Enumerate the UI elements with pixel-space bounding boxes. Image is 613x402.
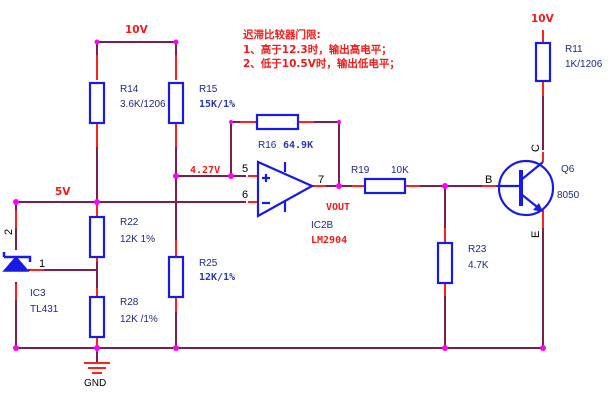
ic3-value: TL431 <box>30 304 59 315</box>
q6-pin-b: B <box>485 174 492 186</box>
pin-7: 7 <box>318 174 324 186</box>
ic3-pin-1: 1 <box>39 258 45 270</box>
resistor-r23 <box>436 241 454 285</box>
note-line-1: 1、高于12.3时，输出高电平； <box>243 43 392 56</box>
q6-value: 8050 <box>557 190 580 201</box>
resistor-r14 <box>88 81 106 125</box>
gnd-label: GND <box>84 378 106 389</box>
resistor-r28 <box>88 295 106 339</box>
rail-5v: 5V <box>55 186 71 198</box>
ic3-ref: IC3 <box>30 288 46 299</box>
resistor-r16 <box>255 113 300 131</box>
note-title: 迟滞比较器门限: <box>243 28 321 41</box>
node-voltage: 4.27V <box>190 165 220 176</box>
r15-value: 15K/1% <box>199 99 235 110</box>
ic2b-value: LM2904 <box>311 235 347 246</box>
r22-ref: R22 <box>120 217 139 228</box>
resistor-r25 <box>167 255 185 299</box>
r25-value: 12K/1% <box>199 272 235 283</box>
r19-ref: R19 <box>351 165 370 176</box>
r16-value: 64.9K <box>283 140 313 151</box>
resistor-r19 <box>363 177 407 195</box>
resistor-r22 <box>88 215 106 259</box>
r23-value: 4.7K <box>468 260 489 271</box>
r22-value: 12K 1% <box>120 234 155 245</box>
rail-10v-left: 10V <box>125 24 149 36</box>
ic2b-ref: IC2B <box>311 220 334 231</box>
rail-10v-right: 10V <box>531 13 555 25</box>
note-line-2: 2、低于10.5V时，输出低电平； <box>243 57 400 70</box>
r14-value: 3.6K/1206 <box>120 99 166 110</box>
q6-ref: Q6 <box>561 164 575 175</box>
junctions <box>13 39 546 351</box>
pin-6: 6 <box>242 189 248 201</box>
r16-ref: R16 <box>258 140 277 151</box>
transistor-q6 <box>497 159 555 217</box>
ic3-pin-2: 2 <box>3 229 15 235</box>
r28-value: 12K /1% <box>120 314 158 325</box>
r15-ref: R15 <box>199 84 218 95</box>
q6-pin-e: E <box>530 231 542 238</box>
resistor-r11 <box>534 41 552 83</box>
vout-label: VOUT <box>326 202 350 213</box>
r11-ref: R11 <box>565 44 583 55</box>
opamp-plus-sign <box>262 174 270 182</box>
resistor-r15 <box>167 81 185 125</box>
tl431-ic3 <box>2 252 32 272</box>
q6-pin-c: C <box>530 144 542 152</box>
r19-value: 10K <box>391 165 409 176</box>
r23-ref: R23 <box>468 244 487 255</box>
wire-feedback-right <box>310 121 340 186</box>
r25-ref: R25 <box>199 258 218 269</box>
pin-5: 5 <box>242 163 248 175</box>
r11-value: 1K/1206 <box>565 59 603 70</box>
ground-icon <box>84 362 110 374</box>
r14-ref: R14 <box>120 84 139 95</box>
r28-ref: R28 <box>120 297 139 308</box>
